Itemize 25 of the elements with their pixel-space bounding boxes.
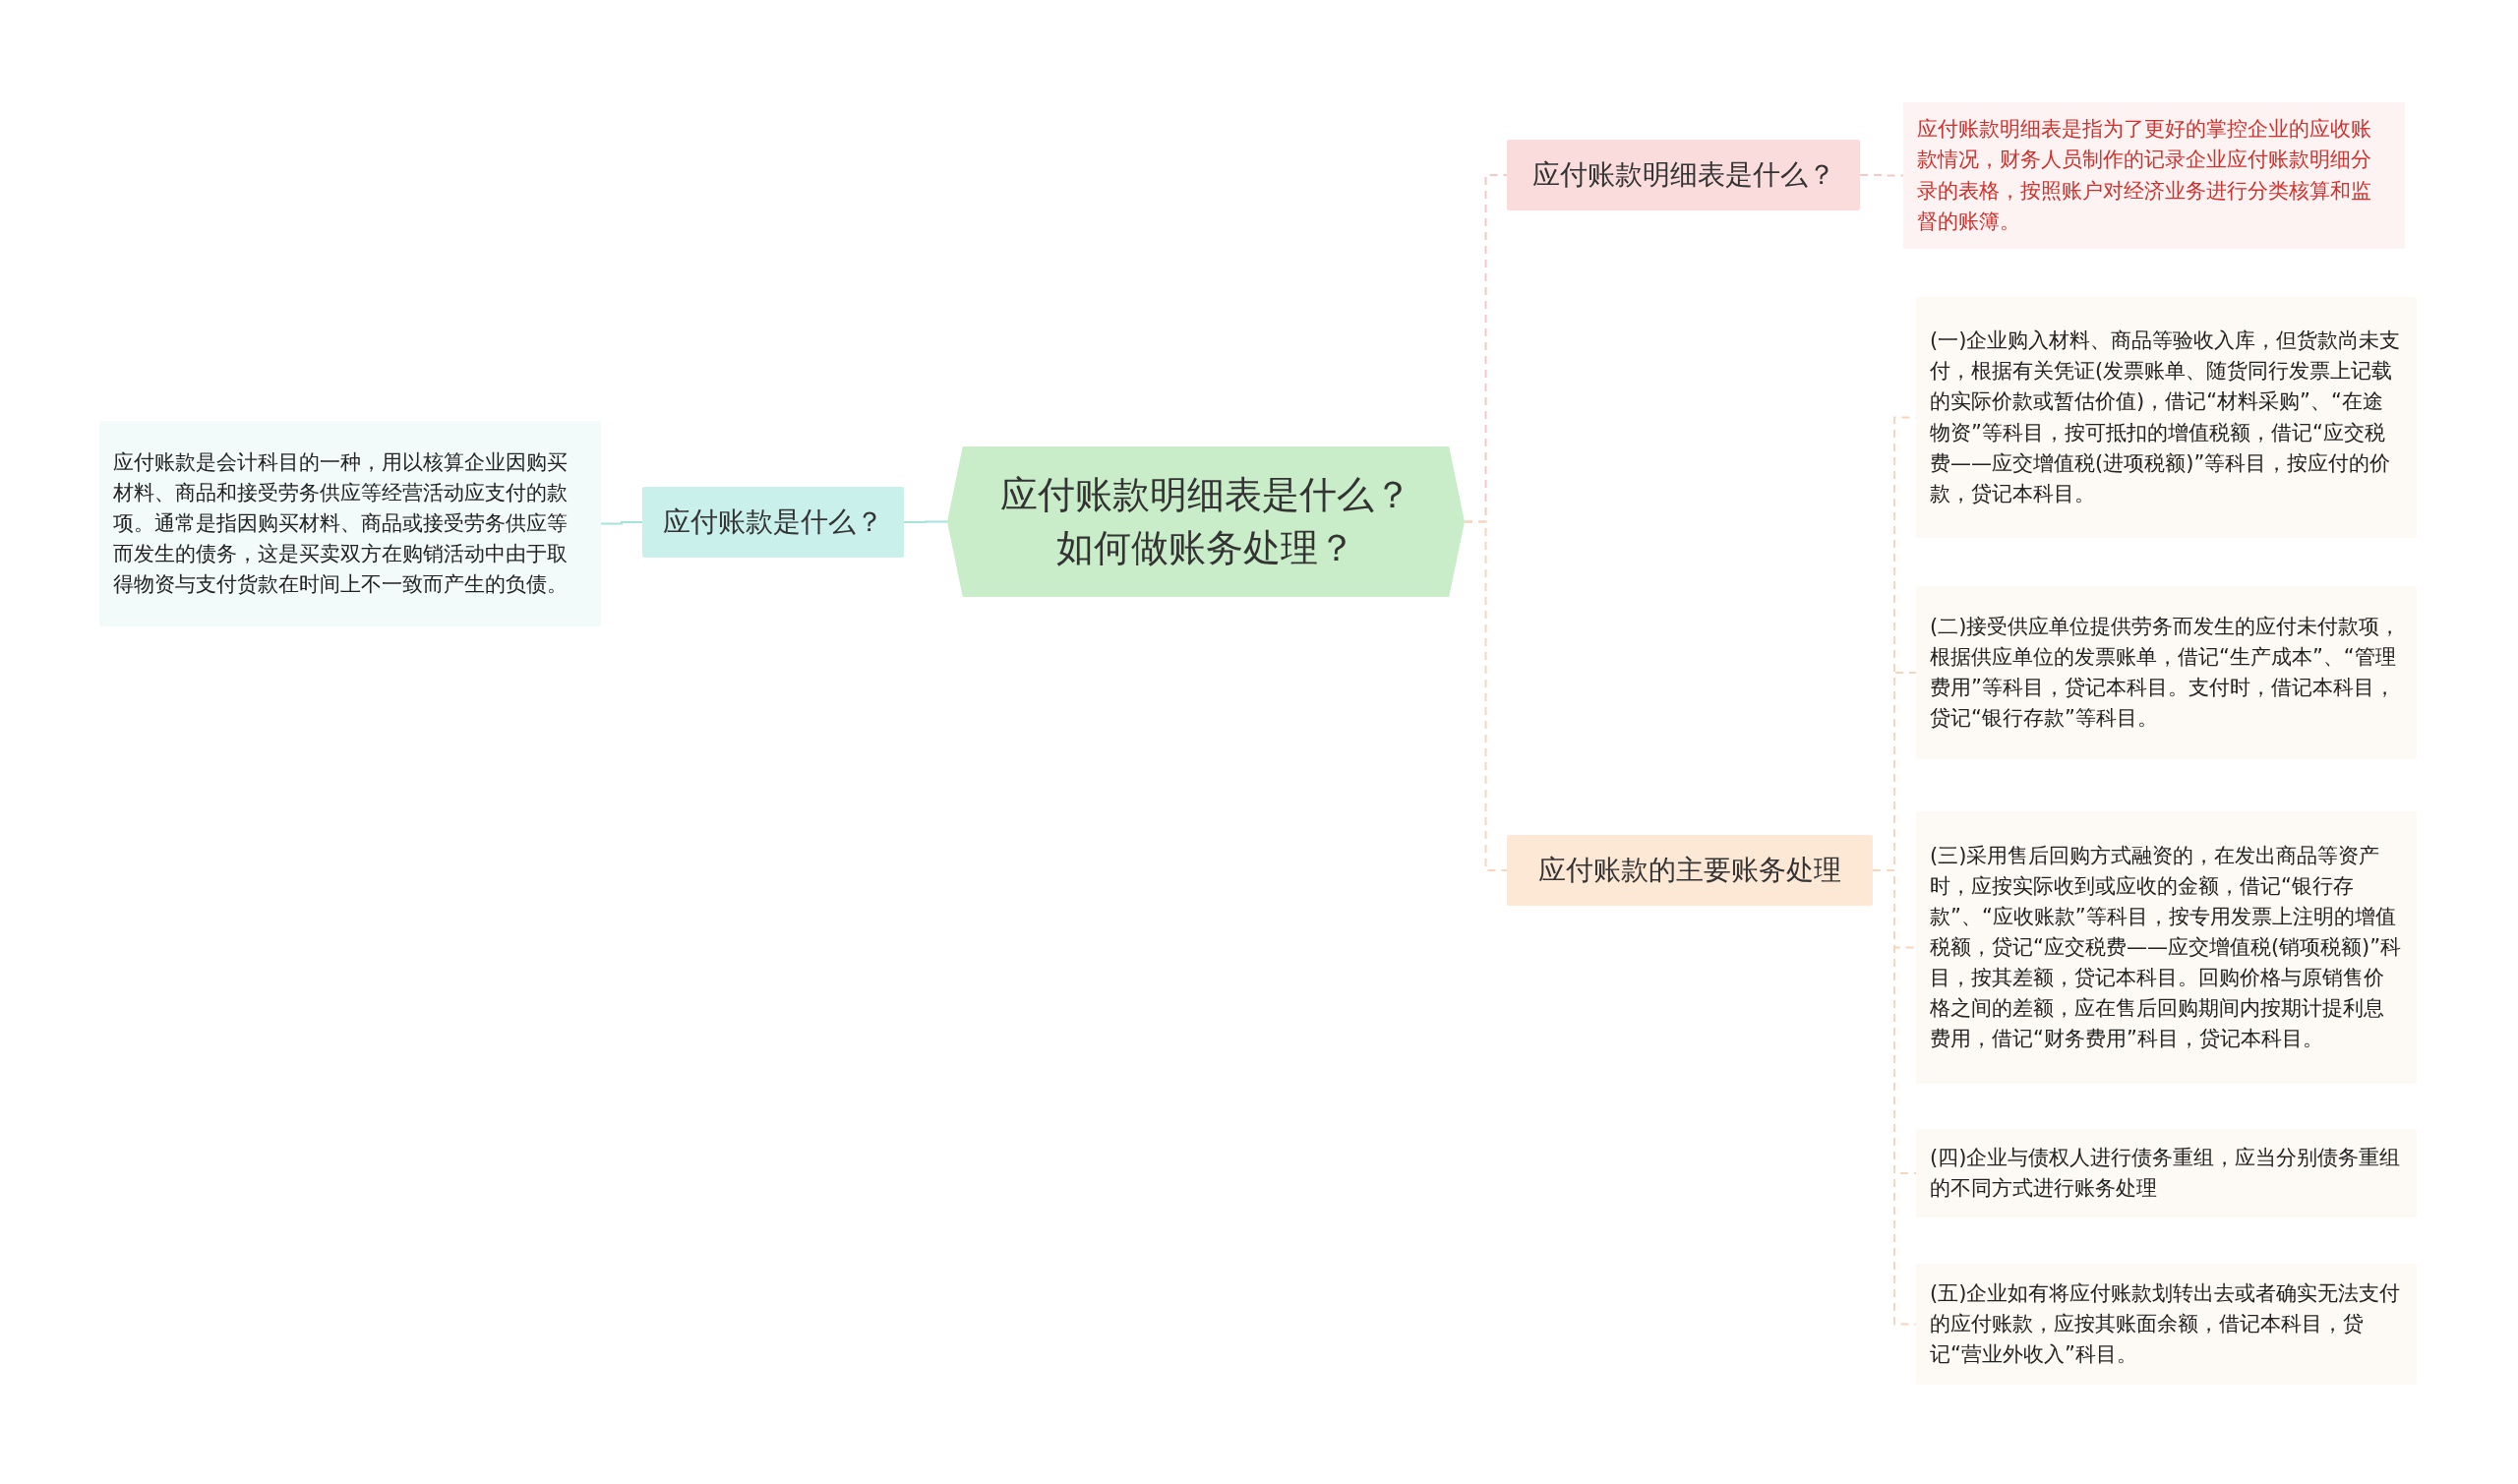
- text-card: [1916, 1129, 2417, 1217]
- connector-line: [1464, 520, 1508, 871]
- central-topic: [947, 446, 1465, 597]
- topic-label: 应付账款是什么？: [662, 504, 884, 540]
- topic-box: [1507, 835, 1873, 906]
- connector-line: [600, 521, 643, 525]
- text-card: [99, 421, 601, 626]
- text-card: [1903, 102, 2405, 249]
- topic-box: [642, 487, 904, 558]
- topic-label: 应付账款明细表是什么？: [1530, 156, 1836, 193]
- description-text: (二)接受供应单位提供劳务而发生的应付未付款项，根据供应单位的发票账单，借记“生产成本”、“管理费用”等科目，贷记本科目。支付时，借记本科目，贷记“银行存款”等科目。: [1930, 613, 2402, 733]
- text-card: [1916, 297, 2417, 538]
- description-text: 应付账款是会计科目的一种，用以核算企业因购买材料、商品和接受劳务供应等经营活动应支付的款项。通常是指因购买材料、商品或接受劳务供应等而发生的债务，这是买卖双方在购销活动中由于取得物资与支付货款在时间上不一致而产生的负债。: [113, 448, 569, 599]
- description-text: (三)采用售后回购方式融资的，在发出商品等资产时，应按实际收到或应收的金额，借记“银行存款”、“应收账款”等科目，按专用发票上注明的增值税额，贷记“应交税费——应交增值税(销项税额)”科目，按其差额，贷记本科目。回购价格与原销售价格之间的差额，应在售后回购期间内按期计提利息费用，借记“财务费用”科目，贷记本科目。: [1930, 842, 2403, 1053]
- description-text: (五)企业如有将应付账款划转出去或者确实无法支付的应付账款，应按其账面余额，借记本科目，贷记“营业外收入”科目。: [1930, 1279, 2402, 1369]
- text-card: [1916, 1264, 2417, 1385]
- topic-label: 应付账款的主要账务处理: [1537, 852, 1842, 888]
- connector-line: [1859, 174, 1904, 177]
- text-card: [1916, 586, 2417, 759]
- description-text: 应付账款明细表是指为了更好的掌控企业的应收账款情况，财务人员制作的记录企业应付账款明细分录的表格，按照账户对经济业务进行分类核算和监督的账簿。: [1917, 116, 2372, 235]
- connector-line: [903, 520, 948, 523]
- topic-title: 应付账款明细表是什么？如何做账务处理？: [999, 472, 1412, 571]
- description-text: (四)企业与债权人进行债务重组，应当分别债务重组的不同方式进行账务处理: [1930, 1144, 2402, 1202]
- topic-box: [1507, 140, 1860, 210]
- description-text: (一)企业购入材料、商品等验收入库，但货款尚未支付，根据有关凭证(发票账单、随货同行发票上记载的实际价款或暂估价值)，借记“材料采购”、“在途物资”等科目，按可抵扣的增值税额，借记“应交税费——应交增值税(进项税额)”等科目，按应付的价款，贷记本科目。: [1930, 327, 2402, 507]
